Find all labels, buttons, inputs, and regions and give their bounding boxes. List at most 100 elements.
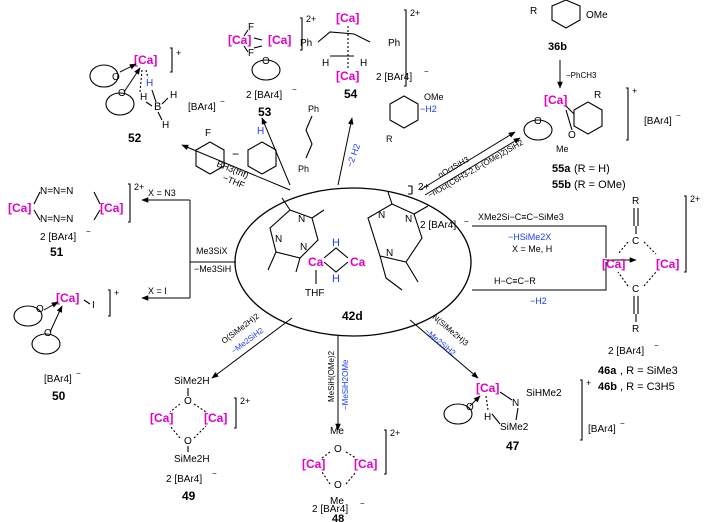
f-atom: F xyxy=(205,128,211,139)
condition-text: −HSiMe2X xyxy=(508,232,551,242)
ca-fragment: [Ca] xyxy=(602,257,625,271)
compound-50: [Ca] I O O + [BAr4] − 50 xyxy=(13,288,119,403)
ca-fragment: [Ca] xyxy=(302,457,325,471)
ph-group: Ph xyxy=(308,104,319,114)
ph-group: Ph xyxy=(298,164,309,174)
charge-label: 2+ xyxy=(306,14,316,24)
o-atom: O xyxy=(534,116,542,127)
h-atom: H xyxy=(360,58,367,69)
compound-55: [Ca] R O Me O + [BAr4] − 55a (R = H) 55b… xyxy=(523,86,681,191)
o-atom: O xyxy=(568,130,576,141)
o-atom: O xyxy=(36,304,44,315)
counterion-label: 2 [BAr4] xyxy=(312,504,348,515)
ome-group: OMe xyxy=(586,10,608,21)
compound-number: 55b xyxy=(552,179,571,191)
minus-sign: − xyxy=(232,147,239,161)
n-atom: N xyxy=(378,210,385,221)
r-group: R xyxy=(632,196,639,207)
ca-atom-left: Ca xyxy=(308,255,324,269)
r-group: R xyxy=(386,134,393,144)
sime2-group: SiMe2 xyxy=(500,422,529,433)
compound-number: 54 xyxy=(344,87,358,101)
o-atom: O xyxy=(184,436,192,447)
azide-chain: N=N=N xyxy=(40,186,73,197)
condition-text: −Me3SiH xyxy=(194,264,231,274)
counterion-charge: − xyxy=(424,67,429,76)
n-atom: N xyxy=(298,214,305,225)
compound-number: 53 xyxy=(258,105,272,119)
ca-fragment: [Ca] xyxy=(656,257,679,271)
ca-fragment: [Ca] xyxy=(544,93,567,107)
compound-number: 50 xyxy=(52,389,66,403)
compound-42d: N N N N N N Ca Ca H H THF 2+ 2 [BAr4] − … xyxy=(234,182,472,337)
counterion-charge: − xyxy=(360,499,365,508)
ca-fragment: [Ca] xyxy=(134,53,157,67)
compound-54: [Ca] [Ca] Ph Ph H H 2+ 2 [BAr4] − 54 xyxy=(300,8,429,101)
counterion-charge: − xyxy=(86,227,91,236)
sime2h-group: SiMe2H xyxy=(174,454,210,465)
condition-text: −2 H2 xyxy=(344,142,362,168)
h-atom: H xyxy=(257,126,264,137)
condition-text: −H2 xyxy=(420,104,437,114)
compound-number: 46b xyxy=(598,381,617,393)
h-atom: H xyxy=(170,90,177,101)
me-group: Me xyxy=(330,496,344,507)
o-atom: O xyxy=(334,480,342,491)
compound-number: 51 xyxy=(50,245,64,259)
counterion-label: [BAr4] xyxy=(588,424,616,435)
counterion-charge: − xyxy=(220,97,225,106)
compound-number: 46a xyxy=(598,365,617,377)
charge-label: + xyxy=(176,48,181,58)
charge-label: 2+ xyxy=(690,194,700,204)
i-atom: I xyxy=(92,300,95,311)
ca-fragment: [Ca] xyxy=(100,201,123,215)
charge-label: 2+ xyxy=(240,396,250,406)
counterion-charge: − xyxy=(76,369,81,378)
compound-48: Me O [Ca] [Ca] O Me 2+ 2 [BAr4] − 48 xyxy=(302,426,400,522)
counterion-label: 2 [BAr4] xyxy=(376,72,412,83)
ca-fragment: [Ca] xyxy=(336,11,359,25)
condition-text: −MeSiH2OMe xyxy=(341,359,350,410)
charge-label: 2+ xyxy=(134,182,144,192)
h-atom: H xyxy=(484,412,491,423)
condition-text: H−C≡C−R xyxy=(494,276,536,286)
compound-number: 36b xyxy=(548,41,567,53)
carbon-atom: C xyxy=(632,284,639,295)
compound-52: [Ca] + O O H H B H H [BAr4] − 52 xyxy=(89,47,225,145)
ca-fragment: [Ca] xyxy=(56,291,79,305)
bridging-hydride: H xyxy=(332,273,340,285)
o-atom: O xyxy=(118,88,126,99)
compound-substituent: (R = OMe) xyxy=(574,179,626,191)
counterion-label: [BAr4] xyxy=(44,374,72,385)
ca-fragment: [Ca] xyxy=(354,457,377,471)
condition-text: X = Me, H xyxy=(512,244,552,254)
compound-substituent: , R = C3H5 xyxy=(620,381,675,393)
counterion-label: 2 [BAr4] xyxy=(246,90,282,101)
ca-fragment: [Ca] xyxy=(336,69,359,83)
thf-ligand: THF xyxy=(305,288,324,299)
condition-text: Me3SiX xyxy=(196,246,228,256)
r-group: R xyxy=(530,6,537,17)
compound-47: [Ca] N SiHMe2 H SiMe2 O + [BAr4] − 47 xyxy=(443,378,625,453)
counterion-label: [BAr4] xyxy=(644,116,672,127)
counterion-label: 2 [BAr4] xyxy=(40,232,76,243)
compound-number: 47 xyxy=(506,439,520,453)
h-atom: H xyxy=(322,58,329,69)
compound-number: 55a xyxy=(552,163,571,175)
condition-text: X = N3 xyxy=(148,188,176,198)
bridging-hydride: H xyxy=(332,237,340,249)
ca-fragment: [Ca] xyxy=(204,411,227,425)
n-atom: N xyxy=(512,398,519,409)
substrate-anisole: OMe R xyxy=(386,92,444,144)
ph-group: Ph xyxy=(300,38,312,49)
f-atom: F xyxy=(248,48,254,59)
compound-substituent: , R = SiMe3 xyxy=(620,365,678,377)
condition-text: −PhCH3 xyxy=(566,71,597,80)
counterion-label: [BAr4] xyxy=(188,102,216,113)
compound-number: 48 xyxy=(332,513,344,522)
compound-46: R C [Ca] [Ca] C R 2+ 2 [BAr4] − 46a , R … xyxy=(598,194,700,393)
condition-text: XMe2Si−C≡C−SiMe3 xyxy=(478,212,564,222)
substrate-diphenylbutadiene: Ph Ph xyxy=(298,104,319,174)
azide-chain: N=N=N xyxy=(40,214,73,225)
